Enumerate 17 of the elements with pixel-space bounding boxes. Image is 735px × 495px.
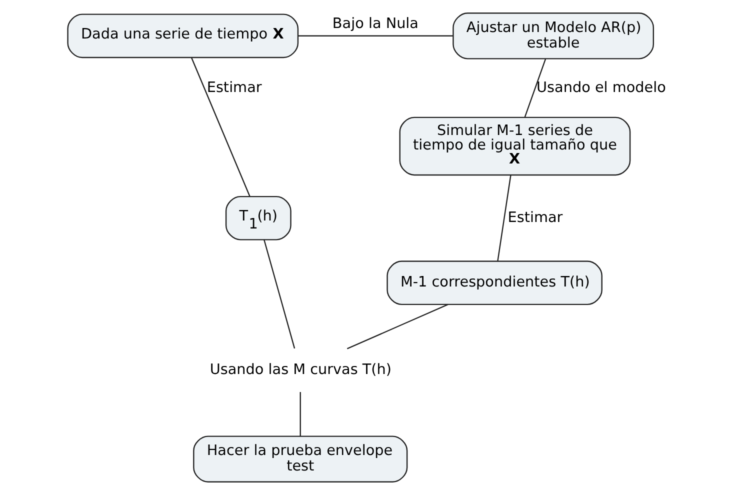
- edge-label: Estimar: [206, 80, 262, 96]
- connector: [300, 392, 301, 436]
- node-box: Hacer la prueba envelope test: [193, 436, 408, 482]
- node-box: Simular M-1 series de tiempo de igual tamaño que X: [399, 116, 631, 176]
- edge-label: Estimar: [508, 210, 563, 226]
- node-box: Dada una serie de tiempo X: [67, 14, 299, 58]
- node-box: M-1 correspondientes T(h): [386, 260, 602, 306]
- edge-label: Usando el modelo: [536, 80, 666, 96]
- edge-label: Bajo la Nula: [332, 16, 419, 32]
- connector: [264, 240, 296, 349]
- connector: [524, 58, 546, 118]
- connector: [346, 304, 448, 350]
- node-text: Usando las M curvas T(h): [210, 362, 392, 378]
- node-box: Ajustar un Modelo AR(p) estable: [452, 12, 654, 60]
- connector: [191, 58, 250, 197]
- connector: [298, 35, 453, 36]
- connector: [497, 175, 512, 261]
